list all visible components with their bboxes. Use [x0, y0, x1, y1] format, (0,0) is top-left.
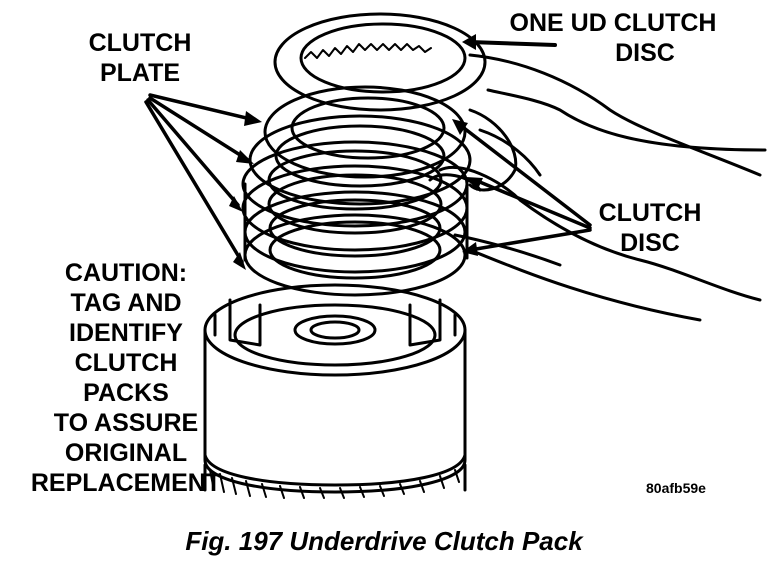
label-line: PLATE [99, 59, 181, 87]
label-one-ud-clutch-disc: ONE UD CLUTCH DISC [478, 8, 748, 68]
clutch-plate-arrows [144, 93, 257, 264]
arrowheads [229, 34, 483, 270]
ud-clutch-disc-illustration [273, 12, 487, 112]
hand-right-illustration [428, 53, 767, 322]
label-clutch-disc: CLUTCH DISC [585, 198, 715, 258]
label-caution: CAUTION: TAG AND IDENTIFY CLUTCH PACKS T… [20, 258, 232, 498]
figure-caption: Fig. 197 Underdrive Clutch Pack [185, 526, 583, 556]
label-line: DISC [620, 229, 680, 257]
caution-line: ORIGINAL [64, 439, 188, 467]
image-code: 80afb59e [646, 480, 706, 496]
label-line: ONE UD CLUTCH [509, 9, 717, 37]
label-line: CLUTCH [88, 29, 192, 57]
clutch-pack-stack-illustration [241, 85, 472, 297]
caution-line: CAUTION: [64, 259, 188, 287]
clutch-disc-arrows [458, 123, 592, 252]
ud-disc-arrow [468, 40, 557, 47]
caution-line: REPLACEMENT [30, 469, 222, 497]
label-line: CLUTCH [598, 199, 702, 227]
label-line: DISC [615, 39, 675, 67]
clutch-drum-illustration [203, 283, 467, 499]
caution-line: CLUTCH [74, 349, 178, 377]
caution-line: TAG AND [70, 289, 182, 317]
caution-line: TO ASSURE [53, 409, 199, 437]
label-clutch-plate: CLUTCH PLATE [70, 28, 210, 88]
caution-line: PACKS [83, 379, 169, 407]
caution-line: IDENTIFY [69, 319, 183, 347]
